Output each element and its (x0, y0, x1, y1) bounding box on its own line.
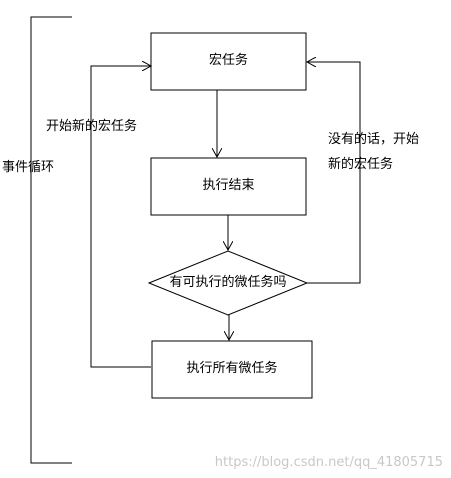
watermark: https://blog.csdn.net/qq_41805715 (214, 455, 443, 470)
exec-end-box (150, 157, 307, 216)
no-then-label-line1: 没有的话，开始 (328, 132, 420, 147)
decision-label: 有可执行的微任务吗 (169, 275, 287, 290)
exec-end-label: 执行结束 (202, 178, 255, 193)
event-loop-bracket (30, 16, 72, 464)
event-loop-label: 事件循环 (2, 160, 55, 175)
no-then-label-line2: 新的宏任务 (328, 157, 394, 172)
start-new-macro-label: 开始新的宏任务 (46, 119, 138, 134)
arrow-no-back-to-macro (307, 62, 361, 284)
arrow-micro-back-to-macro (90, 66, 151, 368)
exec-micro-box (151, 340, 313, 399)
macro-task-label: 宏任务 (208, 53, 248, 68)
exec-micro-label: 执行所有微任务 (186, 361, 278, 376)
macro-task-box (150, 32, 307, 91)
